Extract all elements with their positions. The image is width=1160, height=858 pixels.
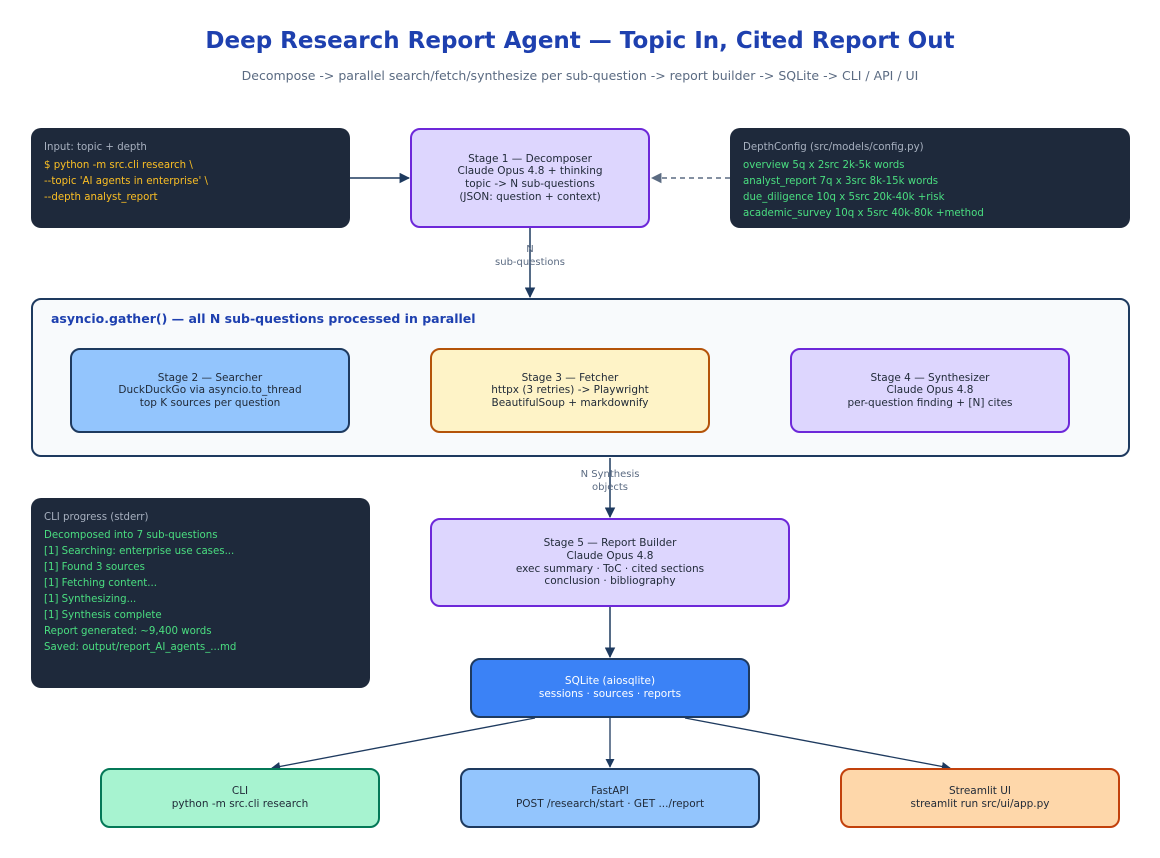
fastapi-output: FastAPI POST /research/start · GET .../r…: [460, 768, 760, 828]
cli-progress-line: [1] Synthesizing...: [44, 594, 137, 605]
stage5-line: conclusion · bibliography: [544, 575, 676, 588]
streamlit-line: streamlit run src/ui/app.py: [910, 798, 1050, 810]
stage5-line: Claude Opus 4.8: [566, 549, 654, 562]
cli-output: CLI python -m src.cli research: [100, 768, 380, 828]
input-line: --depth analyst_report: [44, 192, 158, 203]
sqlite-title: SQLite (aiosqlite): [564, 675, 656, 688]
stage4-title: Stage 4 — Synthesizer: [870, 371, 990, 384]
cli-progress-terminal: CLI progress (stderr) Decomposed into 7 …: [31, 498, 370, 688]
stage1-line: (JSON: question + context): [459, 190, 601, 203]
cli-progress-heading: CLI progress (stderr): [44, 512, 149, 523]
cli-progress-line: [1] Fetching content...: [44, 578, 158, 589]
input-line: --topic 'AI agents in enterprise' \: [44, 176, 208, 187]
depth-config-terminal: DepthConfig (src/models/config.py) overv…: [730, 128, 1130, 228]
sqlite-line: sessions · sources · reports: [538, 688, 682, 700]
stage1-line: Claude Opus 4.8 + thinking: [457, 165, 603, 178]
stage2-line: top K sources per question: [139, 396, 281, 409]
edge-label-line: N: [526, 244, 534, 255]
streamlit-output: Streamlit UI streamlit run src/ui/app.py: [840, 768, 1120, 828]
arrow-sqlite-to-cli: [271, 717, 536, 771]
cli-progress-line: Saved: output/report_AI_agents_...md: [44, 642, 237, 653]
cli-progress-line: Decomposed into 7 sub-questions: [44, 530, 218, 541]
stage5-report-builder: Stage 5 — Report Builder Claude Opus 4.8…: [430, 518, 790, 607]
stage3-fetcher: Stage 3 — Fetcher httpx (3 retries) -> P…: [430, 348, 710, 433]
cli-progress-line: [1] Searching: enterprise use cases...: [44, 546, 235, 557]
input-terminal: Input: topic + depth $ python -m src.cli…: [31, 128, 350, 228]
stage1-title: Stage 1 — Decomposer: [468, 152, 592, 165]
edge-label-synthesis: N Synthesis objects: [560, 469, 660, 494]
streamlit-title: Streamlit UI: [948, 785, 1012, 798]
depth-config-line: due_diligence 10q x 5src 20k-40k +risk: [743, 192, 945, 203]
depth-config-line: overview 5q x 2src 2k-5k words: [743, 160, 905, 171]
fastapi-line: POST /research/start · GET .../report: [515, 798, 705, 810]
input-line: $ python -m src.cli research \: [44, 160, 193, 171]
diagram-title: Deep Research Report Agent — Topic In, C…: [205, 28, 955, 54]
arrow-sqlite-to-streamlit: [684, 717, 951, 771]
sqlite-store: SQLite (aiosqlite) sessions · sources · …: [470, 658, 750, 718]
cli-line: python -m src.cli research: [171, 798, 309, 810]
stage4-synthesizer: Stage 4 — Synthesizer Claude Opus 4.8 pe…: [790, 348, 1070, 433]
cli-title: CLI: [231, 785, 249, 798]
depth-config-line: academic_survey 10q x 5src 40k-80k +meth…: [743, 208, 984, 219]
stage2-searcher: Stage 2 — Searcher DuckDuckGo via asynci…: [70, 348, 350, 433]
fastapi-title: FastAPI: [591, 785, 629, 798]
stage3-line: BeautifulSoup + markdownify: [491, 396, 649, 409]
edge-label-line: N Synthesis: [580, 469, 640, 480]
cli-progress-line: [1] Synthesis complete: [44, 610, 162, 621]
cli-progress-line: [1] Found 3 sources: [44, 562, 145, 573]
diagram-subtitle: Decompose -> parallel search/fetch/synth…: [241, 68, 919, 83]
stage5-line: exec summary · ToC · cited sections: [515, 562, 705, 575]
input-terminal-heading: Input: topic + depth: [44, 142, 147, 153]
depth-config-heading: DepthConfig (src/models/config.py): [743, 142, 924, 153]
parallel-panel-label: asyncio.gather() — all N sub-questions p…: [51, 311, 476, 326]
stage2-line: DuckDuckGo via asyncio.to_thread: [118, 384, 302, 397]
cli-progress-line: Report generated: ~9,400 words: [44, 626, 212, 637]
stage3-line: httpx (3 retries) -> Playwright: [491, 384, 649, 397]
stage4-line: Claude Opus 4.8: [886, 384, 974, 397]
edge-label-sub-questions: N sub-questions: [480, 244, 580, 269]
stage5-title: Stage 5 — Report Builder: [543, 537, 677, 550]
edge-label-line: objects: [591, 481, 629, 493]
stage3-title: Stage 3 — Fetcher: [521, 371, 619, 384]
edge-label-line: sub-questions: [495, 256, 565, 268]
stage1-line: topic -> N sub-questions: [465, 178, 595, 190]
stage4-line: per-question finding + [N] cites: [847, 396, 1013, 409]
depth-config-line: analyst_report 7q x 3src 8k-15k words: [743, 176, 939, 187]
stage1-decomposer: Stage 1 — Decomposer Claude Opus 4.8 + t…: [410, 128, 650, 228]
stage2-title: Stage 2 — Searcher: [157, 371, 263, 384]
